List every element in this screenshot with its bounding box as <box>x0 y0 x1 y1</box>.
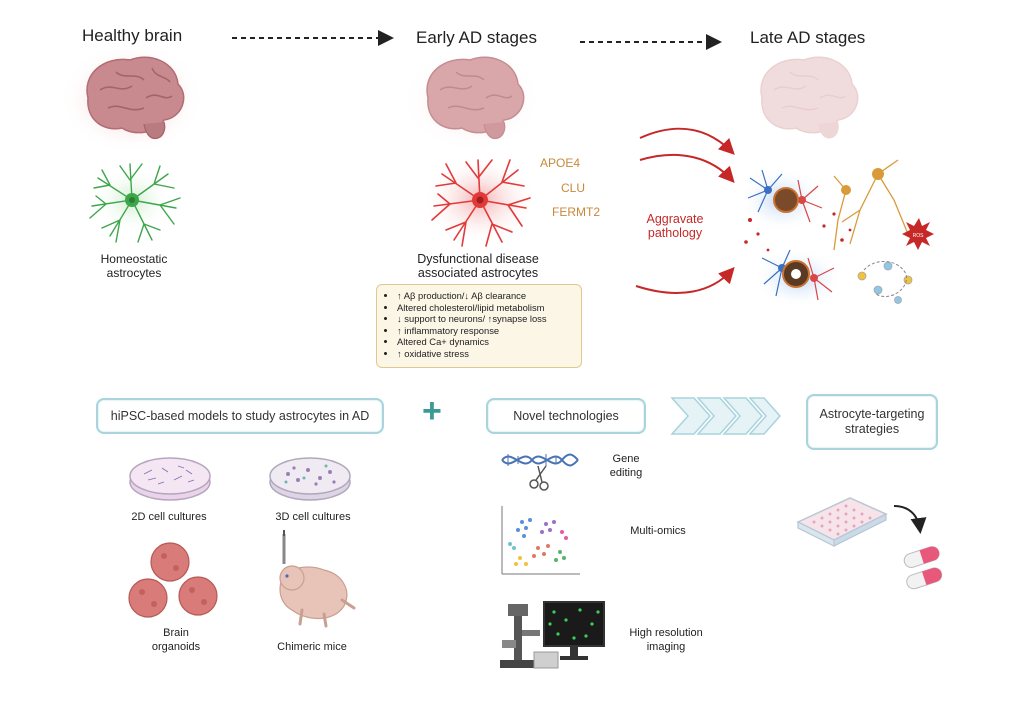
dysfunctions-box: ↑ Aβ production/↓ Aβ clearance Altered c… <box>376 284 582 368</box>
petri-dish-2d-icon <box>129 457 211 501</box>
cultures-3d-label: 3D cell cultures <box>275 511 351 523</box>
plus-sign: + <box>422 392 442 430</box>
hipsc-models-label: hiPSC-based models to study astrocytes i… <box>110 409 370 423</box>
cultures-2d-label: 2D cell cultures <box>131 511 207 523</box>
novel-technologies-label: Novel technologies <box>513 409 619 423</box>
gene-clu: CLU <box>561 181 586 195</box>
late-brain-icon <box>760 56 859 139</box>
petri-dish-3d-icon <box>269 457 351 501</box>
chimeric-mice-label: Chimeric mice <box>277 641 347 653</box>
late-pathology-illustration: ROS <box>740 159 934 308</box>
stage-title-late: Late AD stages <box>750 28 866 47</box>
gene-editing-label: Gene editing <box>609 453 643 479</box>
homeostatic-astrocytes-label: Homeostatic astrocytes <box>100 252 168 280</box>
early-brain-icon <box>402 48 542 152</box>
high-resolution-imaging-label: High resolution imaging <box>629 627 703 653</box>
curved-arrow-icon <box>893 505 927 534</box>
microscope-imaging-icon <box>500 601 605 669</box>
ros-label: ROS <box>913 233 925 239</box>
brain-organoids-label: Brain organoids <box>151 627 201 653</box>
dysfunction-item: ↑ Aβ production/↓ Aβ clearance <box>397 290 581 302</box>
multi-omics-icon <box>501 506 580 575</box>
dysfunction-item: ↑ inflammatory response <box>397 325 581 337</box>
brain-organoids-icon <box>128 542 218 618</box>
disease-astrocytes-label: Dysfunctional disease associated astrocy… <box>417 252 539 280</box>
multi-omics-label: Multi-omics <box>630 525 686 537</box>
dysfunction-item: ↓ support to neurons/ ↑synapse loss <box>397 313 581 325</box>
disease-astrocyte-icon <box>424 156 536 247</box>
aggravate-pathology-label: Aggravate pathology <box>646 212 704 240</box>
well-plate-icon <box>796 497 888 547</box>
hipsc-models-box: hiPSC-based models to study astrocytes i… <box>96 398 384 434</box>
stage-title-healthy: Healthy brain <box>82 26 183 45</box>
chimeric-mouse-icon <box>279 530 356 628</box>
astrocyte-targeting-label: Astrocyte-targeting strategies <box>819 407 925 436</box>
gene-apoe4: APOE4 <box>540 156 581 170</box>
stage-title-early: Early AD stages <box>416 28 537 47</box>
astrocyte-targeting-box: Astrocyte-targeting strategies <box>806 394 938 450</box>
dysfunction-item: Altered Ca+ dynamics <box>397 336 581 348</box>
gene-editing-icon <box>501 453 579 491</box>
chevron-arrows-icon <box>670 397 782 435</box>
novel-technologies-box: Novel technologies <box>486 398 646 434</box>
gene-fermt2: FERMT2 <box>552 205 600 219</box>
dysfunction-item: Altered cholesterol/lipid metabolism <box>397 302 581 314</box>
healthy-brain-icon <box>60 42 204 154</box>
capsules-icon <box>903 546 943 590</box>
dysfunction-item: ↑ oxidative stress <box>397 348 581 360</box>
homeostatic-astrocyte-icon <box>89 163 181 243</box>
